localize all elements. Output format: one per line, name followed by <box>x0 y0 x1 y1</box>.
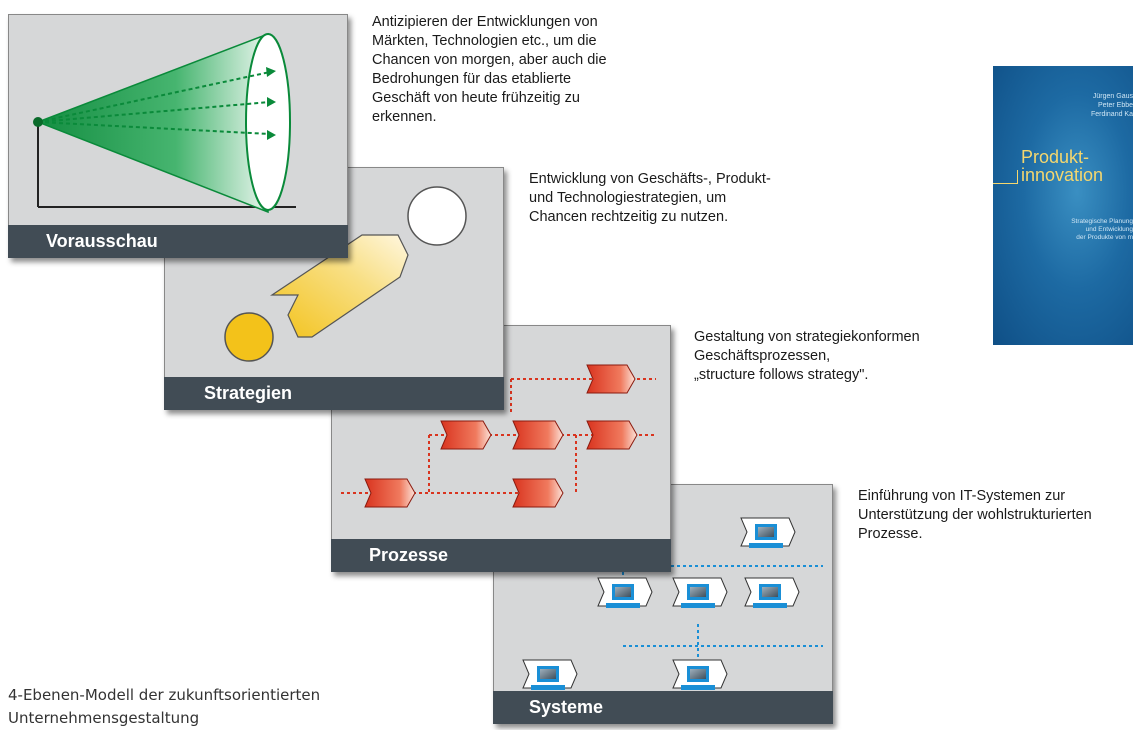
process-step <box>586 364 636 394</box>
arrowhead <box>267 130 276 140</box>
panel-label-prozesse: Prozesse <box>331 539 671 572</box>
panel-vorausschau: Vorausschau <box>8 14 348 258</box>
panel-label-strategien: Strategien <box>164 377 504 410</box>
book-authors: Jürgen Gaus Peter Ebbe Ferdinand Ka <box>1090 93 1133 118</box>
computer-icon <box>597 577 653 608</box>
process-step <box>586 420 638 450</box>
process-step <box>512 420 564 450</box>
target-circle <box>407 186 467 246</box>
process-step <box>512 478 564 508</box>
book-subtitle: Strategische Planung und Entwicklung der… <box>1071 218 1133 241</box>
system-icons <box>522 517 800 690</box>
foresight-diagram <box>33 32 296 214</box>
cone-end-ellipse <box>245 33 291 211</box>
process-diagram <box>341 364 656 508</box>
process-step <box>440 420 492 450</box>
panel-label-vorausschau: Vorausschau <box>8 225 348 258</box>
strategy-arrow <box>270 234 409 338</box>
book-cover: Jürgen Gaus Peter Ebbe Ferdinand Ka Prod… <box>993 66 1133 345</box>
arrowhead <box>267 97 276 107</box>
origin-point <box>33 117 43 127</box>
figure-caption: 4-Ebenen-Modell der zukunftsorientierten… <box>8 686 321 727</box>
arrowhead <box>266 67 276 77</box>
strategy-diagram <box>224 186 467 362</box>
computer-icon <box>522 659 578 690</box>
book-title: Produkt- innovation <box>1021 147 1104 185</box>
computer-icon <box>672 577 728 608</box>
computer-icon <box>740 517 796 548</box>
computer-icon <box>672 659 728 690</box>
computer-icon <box>744 577 800 608</box>
current-position-circle <box>224 312 274 362</box>
description-strategien: Entwicklung von Geschäfts-, Produkt- und… <box>529 171 771 225</box>
panel-label-systeme: Systeme <box>493 691 833 724</box>
description-systeme: Einführung von IT-Systemen zur Unterstüt… <box>858 488 1092 542</box>
description-vorausschau: Antizipieren der Entwicklungen von Märkt… <box>372 14 607 125</box>
description-prozesse: Gestaltung von strategiekonformen Geschä… <box>694 329 920 383</box>
process-step <box>364 478 416 508</box>
